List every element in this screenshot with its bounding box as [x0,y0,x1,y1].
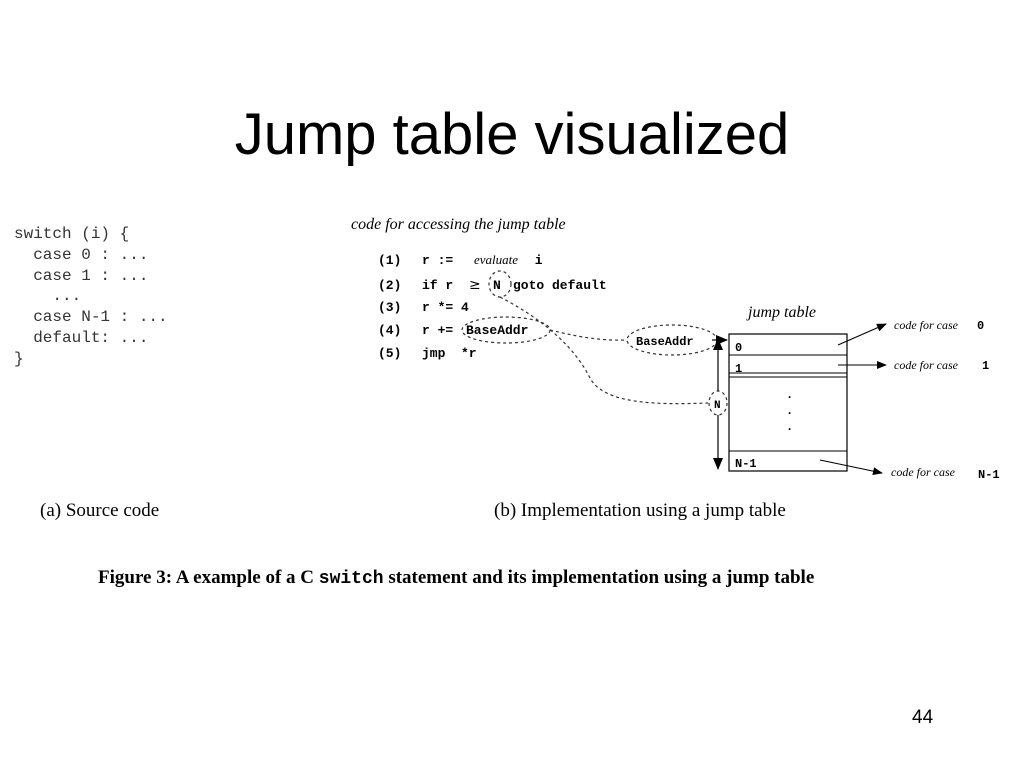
target-value: N-1 [978,468,1000,482]
source-line: case 0 : ... [14,245,149,264]
baseaddr-connector [549,329,628,341]
step-1-code: r := [422,253,461,268]
step-number: (2) [378,278,401,293]
step-2-ge-symbol: ≥ [469,277,481,293]
step-2-code: if r [422,278,461,293]
figure-caption: Figure 3: A example of a C switch statem… [98,567,814,589]
source-line: default: ... [14,328,149,347]
step-2-n: N [493,278,501,293]
target-value: 0 [977,319,984,333]
table-entry-last: N-1 [735,457,757,471]
step-number: (3) [378,300,401,315]
arrow-to-case-n-1 [819,459,883,476]
figure-caption-suffix: statement and its implementation using a… [383,567,815,588]
figure-caption-keyword: switch [318,569,384,589]
source-code-block: switch (i) { case 0 : ... case 1 : ... .… [14,224,168,370]
slide-title: Jump table visualized [234,102,790,167]
implementation-heading: code for accessing the jump table [351,216,566,233]
table-entry-1: 1 [735,362,742,376]
step-number: (1) [378,253,401,268]
step-1-italic: evaluate [474,252,518,267]
table-entry-0: 0 [735,341,742,355]
step-number: (5) [378,346,401,361]
baseaddr-label: BaseAddr [636,335,694,349]
page-number: 44 [912,707,934,728]
target-label: code for case [891,465,956,479]
table-ellipsis-dot: . [786,388,793,402]
caption-implementation: (b) Implementation using a jump table [494,500,786,521]
caption-source-code: (a) Source code [40,500,160,521]
n-connector [499,296,709,405]
target-label: code for case [894,318,959,332]
step-number: (4) [378,323,401,338]
jump-table-box [728,333,848,472]
source-line: case N-1 : ... [14,308,168,327]
source-line: ... [14,287,82,306]
step-4-baseaddr: BaseAddr [466,323,528,338]
figure-caption-prefix: Figure 3: A example of a C [98,567,319,588]
table-ellipsis-dot: . [786,420,793,434]
target-value: 1 [982,359,989,373]
arrow-to-case-0 [837,323,887,346]
step-3-code: r *= 4 [422,300,469,315]
jump-table-label: jump table [746,304,816,321]
step-2-tail: goto default [513,278,607,293]
source-line: } [14,349,24,368]
step-5-code: jmp *r [422,346,477,361]
source-line: switch (i) { [14,225,130,243]
n-label: N [714,400,721,412]
target-label: code for case [894,358,959,372]
step-4-code: r += [422,323,461,338]
table-ellipsis-dot: . [786,404,793,418]
step-1-tail: i [527,253,543,268]
source-line: case 1 : ... [14,266,149,285]
